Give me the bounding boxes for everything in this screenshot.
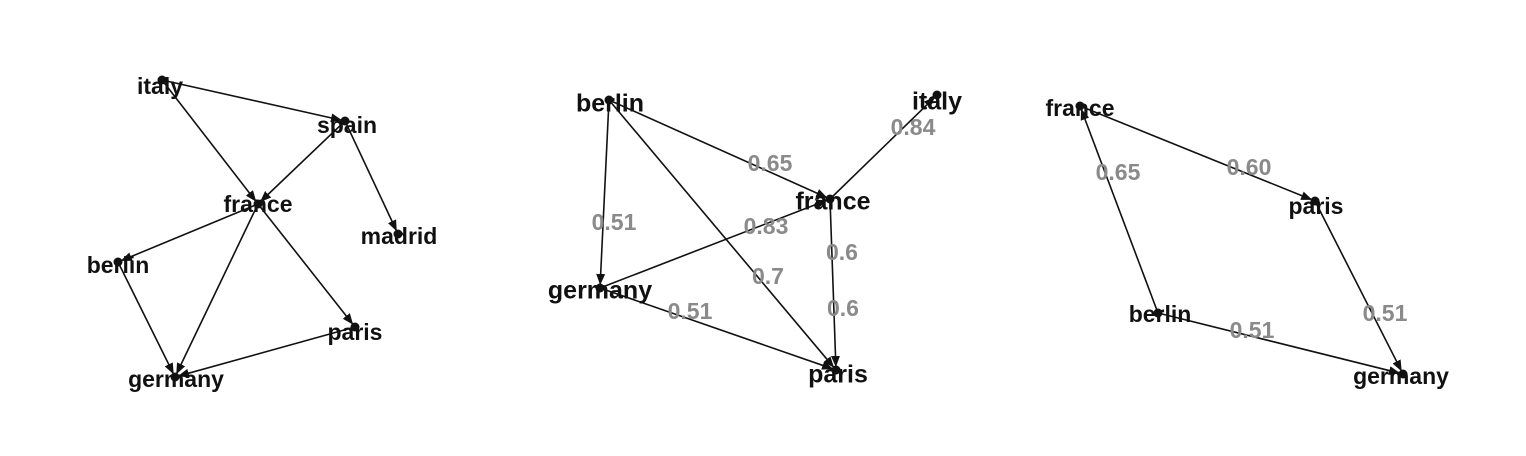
node-italy-dot — [157, 75, 167, 85]
edge-weight-label: 0.51 — [1363, 300, 1408, 326]
node-berlin-label: berlin — [1129, 301, 1192, 327]
node-germany-dot — [1398, 369, 1408, 379]
edges — [117, 79, 398, 378]
network-graph-3: 0.60 0.65 0.51 0.51 france paris berlin germany — [1045, 95, 1449, 389]
edge-france-paris — [1079, 105, 1313, 201]
network-graph-1: italy spain france madrid berlin paris germany — [87, 73, 438, 392]
edge-berlin-germany — [117, 261, 174, 375]
node-paris-dot — [350, 322, 360, 332]
node-italy-dot — [932, 90, 942, 100]
node-france-dot — [825, 194, 835, 204]
edge-spain-madrid — [344, 120, 398, 232]
nodes — [595, 90, 942, 375]
edge-paris-germany — [177, 326, 356, 378]
node-france-label: france — [795, 188, 870, 216]
node-berlin-label: berlin — [87, 252, 150, 278]
node-berlin-dot — [604, 95, 614, 105]
edge-weight-label: 0.60 — [1227, 154, 1272, 180]
node-italy-label: italy — [137, 73, 183, 99]
nodes — [1075, 101, 1408, 379]
node-paris-label: paris — [808, 361, 868, 389]
edge-france-italy — [829, 97, 935, 200]
node-france-dot — [1075, 101, 1085, 111]
edge-weight-label: 0.65 — [1096, 159, 1141, 185]
edges — [596, 97, 935, 370]
node-berlin-label: berlin — [576, 90, 644, 118]
edge-weight-label: 0.6 — [826, 239, 858, 265]
edge-berlin-france — [608, 99, 828, 199]
edge-weight-label: 0.7 — [752, 263, 784, 289]
edge-weight-label: 0.51 — [592, 209, 637, 235]
node-germany-dot — [595, 283, 605, 293]
edge-weight-label: 0.51 — [1230, 317, 1275, 343]
edge-france-germany — [176, 203, 259, 375]
edge-berlin-germany — [596, 99, 610, 286]
node-paris-dot — [831, 365, 841, 375]
edge-weight-label: 0.6 — [827, 295, 859, 321]
node-berlin-dot — [113, 257, 123, 267]
edge-berlin-paris — [608, 99, 835, 368]
edge-weight-label: 0.84 — [891, 114, 936, 140]
edge-france-paris — [257, 203, 354, 325]
node-madrid-dot — [393, 229, 403, 239]
edge-italy-spain — [161, 79, 343, 123]
node-france-dot — [253, 199, 263, 209]
edge-spain-france — [260, 120, 346, 203]
edge-weight-label: 0.51 — [668, 298, 713, 324]
nodes — [113, 75, 403, 382]
node-berlin-dot — [1153, 308, 1163, 318]
node-spain-dot — [340, 116, 350, 126]
edge-germany-france — [599, 199, 828, 289]
edge-paris-germany — [1314, 200, 1402, 372]
edge-berlin-germany — [1157, 312, 1401, 375]
edges — [1079, 105, 1402, 375]
node-spain-label: spain — [317, 112, 377, 138]
labels: 0.60 0.65 0.51 0.51 france paris berlin germany — [1045, 95, 1449, 389]
node-germany-label: germany — [128, 366, 224, 392]
edge-berlin-france — [1080, 108, 1159, 314]
node-germany-label: germany — [1353, 363, 1449, 389]
node-france-label: france — [223, 191, 292, 217]
node-paris-dot — [1310, 196, 1320, 206]
node-paris-label: paris — [328, 319, 383, 345]
node-germany-label: germany — [548, 277, 652, 305]
labels: 0.65 0.51 0.7 0.83 0.51 0.84 0.6 0.6 berlin italy… — [548, 88, 962, 389]
edge-weight-label: 0.65 — [748, 150, 793, 176]
node-france-label: france — [1045, 95, 1114, 121]
edge-germany-paris — [599, 287, 834, 370]
edge-france-paris — [829, 198, 840, 368]
network-graph-2: 0.65 0.51 0.7 0.83 0.51 0.84 0.6 0.6 berlin italy… — [548, 88, 962, 389]
node-germany-dot — [170, 372, 180, 382]
labels: italy spain france madrid berlin paris germany — [87, 73, 438, 392]
edge-france-berlin — [120, 203, 259, 262]
edge-weight-label: 0.83 — [744, 213, 789, 239]
node-italy-label: italy — [912, 88, 962, 116]
node-paris-label: paris — [1289, 193, 1344, 219]
edge-italy-france — [161, 79, 257, 202]
node-madrid-label: madrid — [361, 223, 438, 249]
